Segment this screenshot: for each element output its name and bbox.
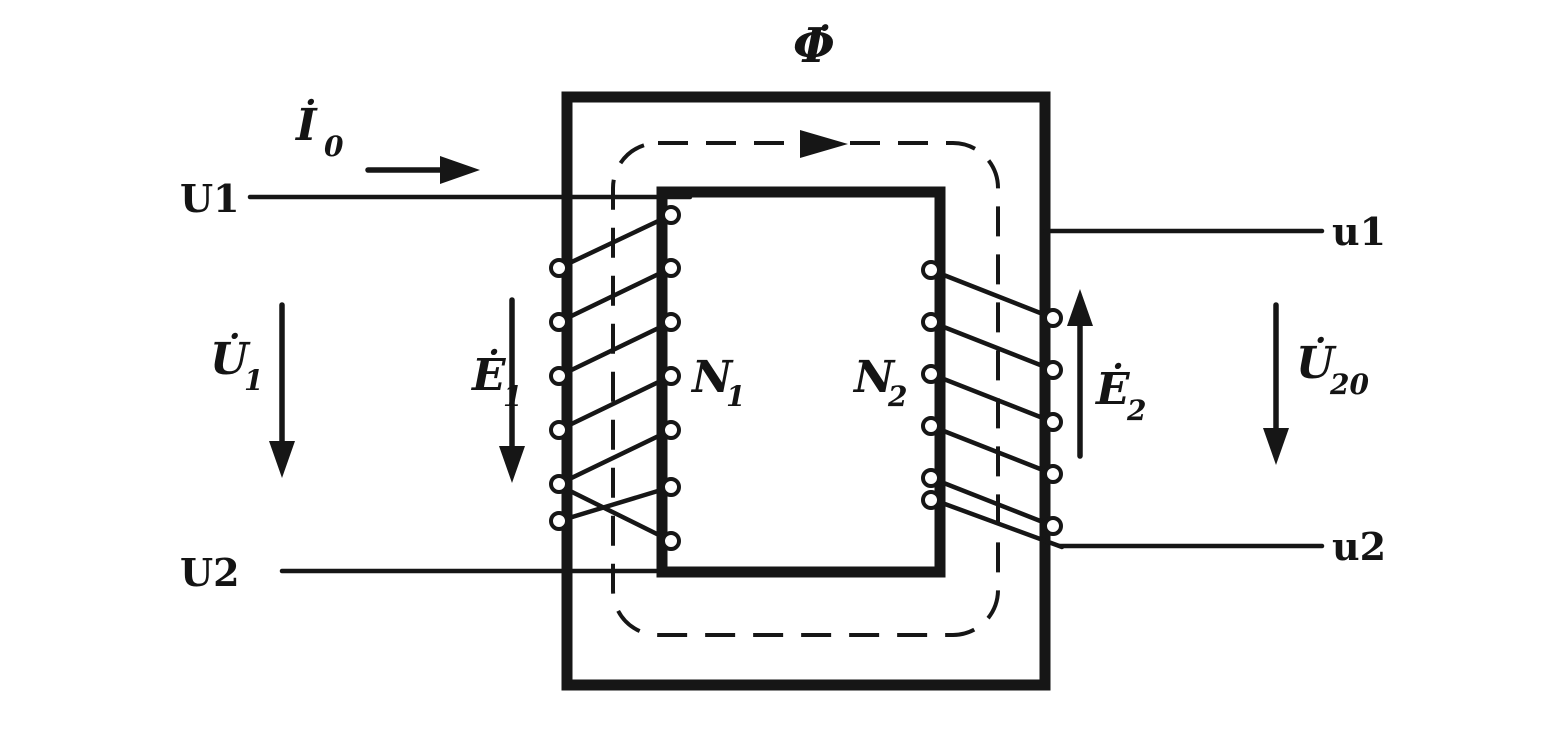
coil-loop-end <box>1043 308 1063 328</box>
u1-phasor-label: U̇ <box>210 331 251 385</box>
e2-arrowhead <box>1067 289 1093 326</box>
coil-loop-end <box>1043 412 1063 432</box>
i0-arrowhead <box>440 156 480 184</box>
coil-loop-end <box>921 260 941 280</box>
i0-label-subscript: 0 <box>324 130 344 163</box>
primary-winding <box>549 205 681 551</box>
u20-label: U̇ <box>1296 335 1337 389</box>
n1-label-subscript: 1 <box>726 380 745 413</box>
n2-label-subscript: 2 <box>887 380 907 413</box>
coil-turn <box>556 484 674 524</box>
u20-label-subscript: 20 <box>1329 368 1369 401</box>
coil-turn <box>928 267 1056 321</box>
coil-loop-end <box>1043 464 1063 484</box>
coil-turn <box>559 484 674 544</box>
terminal-u1-label: u1 <box>1332 209 1386 254</box>
coil-loop-end <box>921 416 941 436</box>
coil-loop-end <box>921 312 941 332</box>
coil-loop-end <box>661 366 681 386</box>
coil-loop-end <box>921 364 941 384</box>
coil-loop-end <box>921 468 941 488</box>
flux-arrowhead <box>800 130 848 158</box>
coil-loop-end <box>921 490 941 510</box>
coil-turn <box>556 427 674 487</box>
terminal-U1-label: U1 <box>180 176 240 221</box>
e1-label: Ė <box>470 347 507 401</box>
terminal-u2-label: u2 <box>1332 524 1386 569</box>
e1-label-subscript: 1 <box>503 380 522 413</box>
coil-turn <box>556 212 674 271</box>
coil-loop-end <box>661 258 681 278</box>
coil-loop-end <box>549 258 569 278</box>
e2-label: Ė <box>1094 361 1131 415</box>
coil-turn <box>556 265 674 325</box>
e2-label-subscript: 2 <box>1126 394 1146 427</box>
coil-loop-end <box>661 312 681 332</box>
coil-loop-end <box>549 420 569 440</box>
coil-loop-end <box>549 366 569 386</box>
e1-arrowhead <box>499 446 525 483</box>
u1-phasor-arrowhead <box>269 441 295 478</box>
coil-loop-end <box>661 420 681 440</box>
coil-loop-end <box>549 511 569 531</box>
n2-label: N <box>852 352 896 403</box>
coil-turn <box>928 423 1056 477</box>
n1-label: N <box>690 352 734 403</box>
secondary-winding <box>921 260 1065 550</box>
coil-loop-end <box>1043 516 1063 536</box>
coil-loop-end <box>661 531 681 551</box>
coil-loop-end <box>1043 360 1063 380</box>
coil-loop-end <box>661 205 681 225</box>
flux-label: Φ̇ <box>793 18 835 74</box>
coil-turn <box>928 475 1056 529</box>
coil-turn <box>556 373 674 433</box>
coil-turn <box>928 371 1056 425</box>
coil-loop-end <box>549 312 569 332</box>
u1-phasor-label-subscript: 1 <box>244 364 263 397</box>
i0-label: İ <box>294 97 318 151</box>
u20-arrowhead <box>1263 428 1289 465</box>
coil-loop-end <box>661 477 681 497</box>
core-outer-outline <box>561 91 1051 691</box>
coil-loop-end <box>549 474 569 494</box>
terminal-U2-label: U2 <box>180 550 240 595</box>
coil-turn <box>928 319 1056 373</box>
coil-turn <box>931 497 1065 550</box>
coil-turn <box>556 319 674 379</box>
